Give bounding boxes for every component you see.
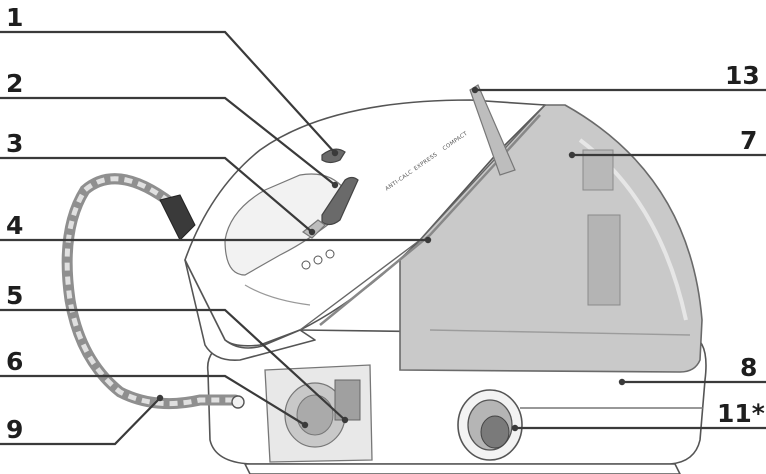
callout-3: 3 [6,129,23,158]
callout-5: 5 [6,281,23,310]
callout-8: 8 [740,353,757,382]
callout-1: 1 [6,3,23,32]
hose-connector-icon [160,195,195,240]
callout-13: 13 [725,61,760,90]
callout-7: 7 [740,126,757,155]
callout-11: 11* [717,399,765,428]
callout-4: 4 [6,211,23,240]
regulator-knob [458,390,522,460]
callout-9: 9 [6,415,23,444]
callout-6: 6 [6,347,23,376]
callout-2: 2 [6,69,23,98]
